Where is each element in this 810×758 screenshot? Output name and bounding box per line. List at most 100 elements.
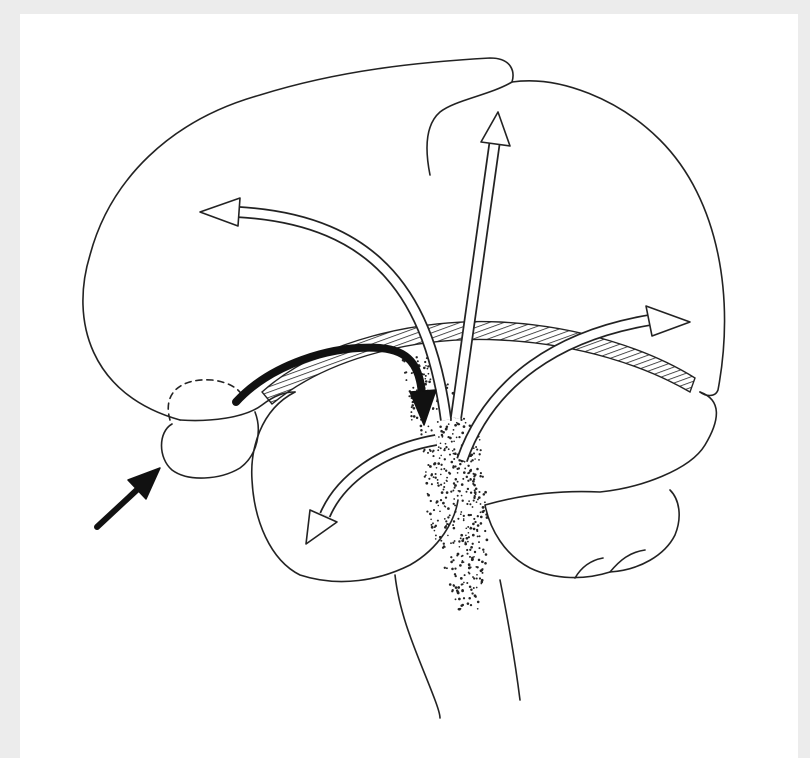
stipple-dot: [437, 449, 439, 451]
stipple-dot: [429, 465, 432, 468]
cerebral-hemisphere-outline: [83, 58, 725, 420]
stipple-dot: [420, 429, 423, 432]
olfactory-bulb-dashed: [168, 380, 242, 420]
stipple-dot: [464, 543, 467, 546]
stipple-dot: [463, 515, 465, 517]
stipple-dot: [477, 524, 480, 527]
stipple-dot: [482, 510, 485, 513]
stipple-dot: [425, 365, 427, 367]
stipple-dot: [448, 423, 450, 425]
stipple-dot: [446, 426, 449, 429]
stipple-dot: [476, 587, 478, 589]
stipple-dot: [440, 474, 442, 476]
stipple-dot: [454, 465, 456, 467]
stipple-dot: [475, 566, 477, 568]
stipple-dot: [467, 472, 469, 474]
stipple-dot: [453, 458, 455, 460]
stipple-dot: [480, 522, 483, 525]
stipple-dot: [411, 406, 413, 408]
stipple-dot: [458, 490, 460, 492]
diffuse-projection-arrow-icon: [200, 198, 446, 420]
stipple-dot: [474, 491, 477, 494]
stipple-dot: [460, 419, 462, 421]
stipple-dot: [477, 608, 479, 610]
stipple-dot: [432, 450, 434, 452]
stipple-dot: [478, 491, 480, 493]
stipple-dot: [450, 542, 452, 544]
stipple-dot: [458, 540, 460, 542]
stipple-dot: [479, 577, 481, 579]
stipple-dot: [461, 495, 463, 497]
stipple-dot: [428, 381, 431, 384]
stipple-dot: [425, 375, 427, 377]
stipple-dot: [451, 441, 453, 443]
stipple-dot: [438, 505, 440, 507]
stipple-dot: [455, 575, 457, 577]
stipple-dot: [453, 520, 455, 522]
stipple-dot: [476, 468, 479, 471]
stipple-dot: [443, 486, 445, 488]
stipple-dot: [431, 524, 433, 526]
stipple-dot: [442, 431, 445, 434]
stipple-dot: [437, 520, 439, 522]
stipple-dot: [430, 518, 432, 520]
stipple-dot: [473, 556, 475, 558]
stipple-dot: [482, 568, 484, 570]
stipple-dot: [483, 493, 486, 496]
stipple-dot: [440, 468, 442, 470]
stipple-dot: [468, 536, 470, 538]
stipple-dot: [438, 436, 440, 438]
stipple-dot: [482, 506, 485, 509]
stipple-dot: [440, 464, 442, 466]
stipple-dot: [464, 467, 466, 469]
stipple-dot: [460, 511, 462, 513]
stipple-dot: [461, 483, 464, 486]
stipple-dot: [448, 448, 450, 450]
stipple-dot: [447, 436, 449, 438]
stipple-dot: [471, 459, 473, 461]
stipple-dot: [431, 429, 433, 431]
stipple-dot: [440, 442, 442, 444]
stipple-dot: [480, 516, 483, 519]
stipple-dot: [483, 551, 485, 553]
stipple-dot: [443, 468, 445, 470]
stipple-dot: [453, 498, 455, 500]
stipple-dot: [458, 598, 461, 601]
diffuse-projection-arrow-icon: [456, 112, 510, 418]
stipple-dot: [453, 527, 456, 530]
olfactory-input-arrow-icon: [97, 468, 160, 527]
stipple-dot: [446, 491, 449, 494]
stipple-dot: [466, 549, 468, 551]
stipple-dot: [412, 387, 414, 389]
stipple-dot: [466, 476, 468, 478]
stipple-dot: [471, 592, 473, 594]
stipple-dot: [462, 500, 464, 502]
stipple-dot: [474, 551, 476, 553]
stipple-dot: [473, 528, 476, 531]
stipple-dot: [473, 500, 475, 502]
stipple-dot: [432, 522, 434, 524]
stipple-dot: [478, 459, 480, 461]
stipple-dot: [486, 539, 489, 542]
stipple-dot: [444, 567, 446, 569]
stipple-dot: [444, 458, 446, 460]
stipple-dot: [452, 524, 454, 526]
stipple-dot: [486, 516, 489, 519]
stipple-dot: [454, 424, 457, 427]
stipple-dot: [464, 461, 466, 463]
stipple-dot: [436, 467, 438, 469]
stipple-dot: [478, 547, 480, 549]
stipple-dot: [410, 411, 412, 413]
stipple-dot: [463, 518, 465, 520]
stipple-dot: [413, 407, 416, 410]
stipple-dot: [455, 586, 458, 589]
stipple-dot: [425, 474, 427, 476]
stipple-dot: [452, 433, 454, 435]
stipple-dot: [466, 503, 468, 505]
stipple-dot: [467, 541, 469, 543]
stipple-dot: [474, 594, 477, 597]
temporal-lobe: [252, 392, 458, 582]
stipple-dot: [485, 513, 487, 515]
stipple-dot: [450, 491, 452, 493]
stipple-dot: [459, 463, 461, 465]
